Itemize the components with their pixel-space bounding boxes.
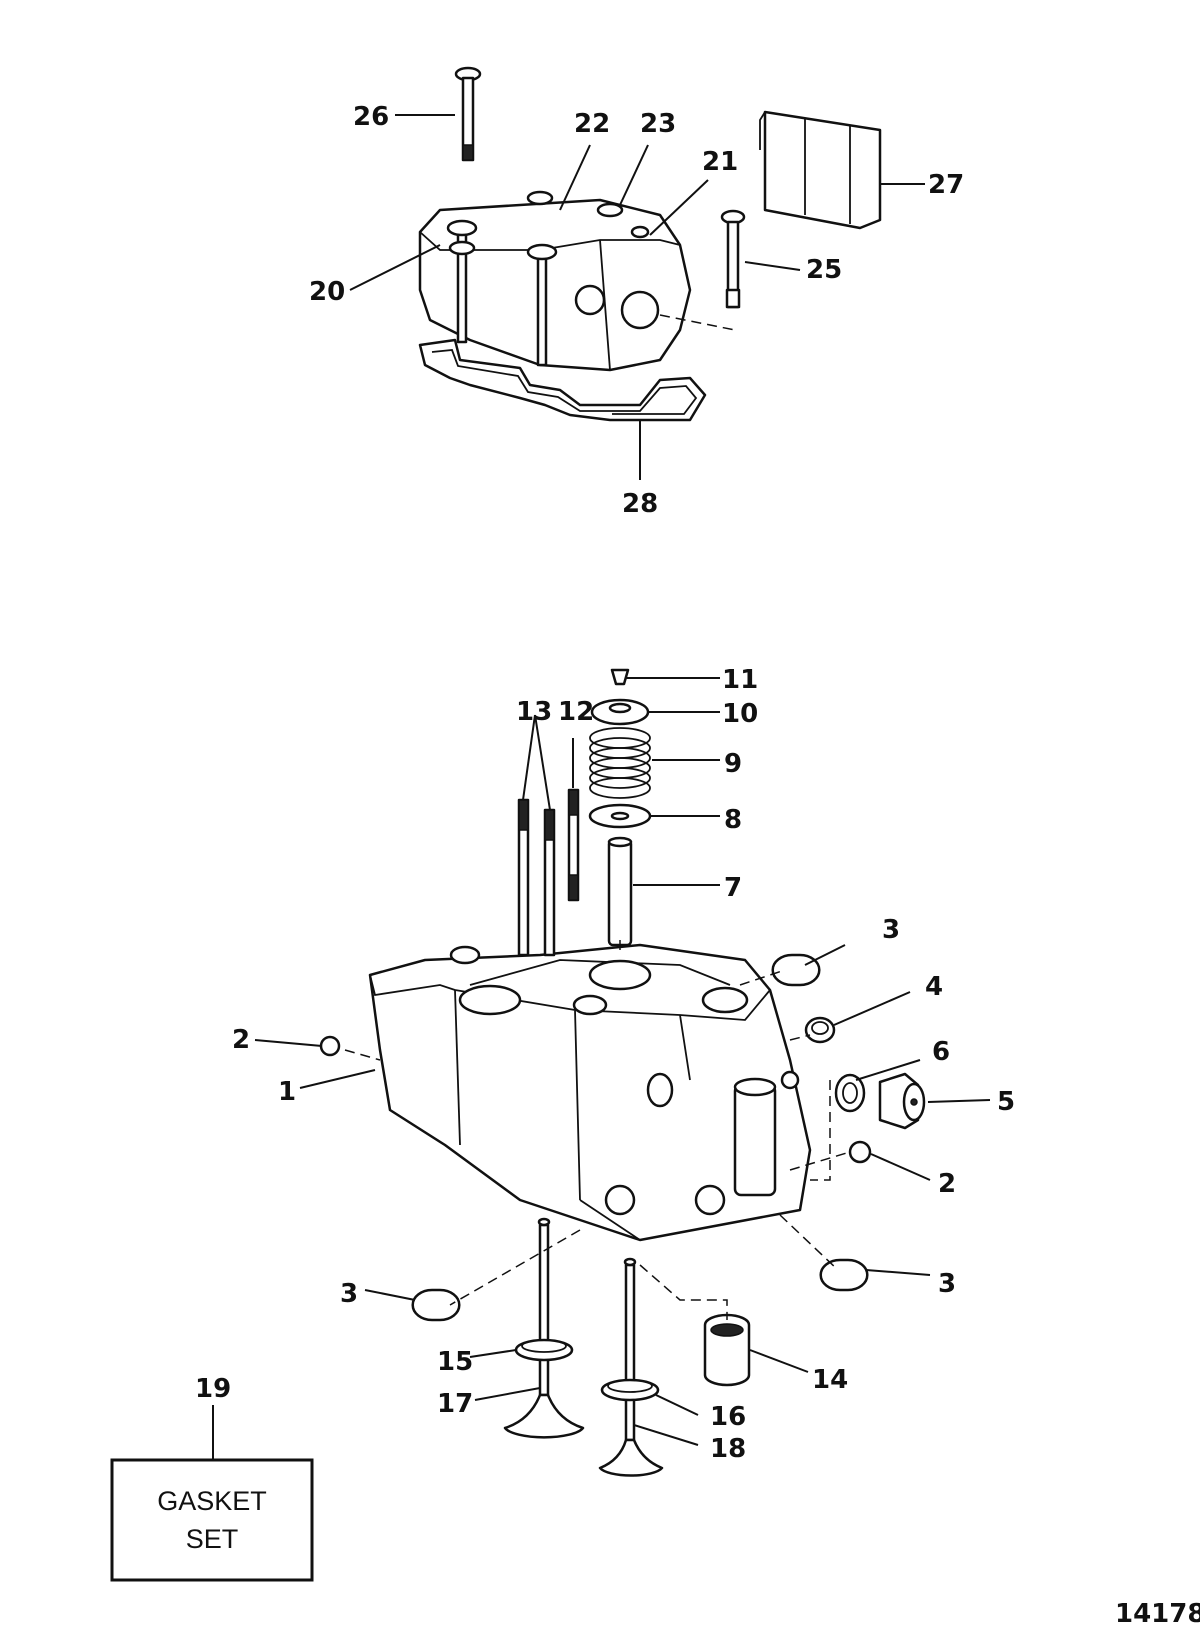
callout-20: 20: [309, 277, 345, 307]
callout-21: 21: [702, 147, 738, 177]
rocker-cover-assembly: [418, 66, 882, 422]
small-plug-right: [848, 1140, 872, 1164]
callout-13: 13: [516, 697, 552, 727]
callout-25: 25: [806, 255, 842, 285]
callout-22: 22: [574, 109, 610, 139]
callout-4: 4: [925, 972, 943, 1002]
figure-number: 14178: [1115, 1599, 1200, 1629]
callout-18: 18: [710, 1434, 746, 1464]
cylinder-head-assembly: [319, 668, 926, 1477]
gasket-set-line1: GASKET: [157, 1486, 267, 1516]
callout-3-right: 3: [938, 1269, 956, 1299]
callout-23: 23: [640, 109, 676, 139]
plug-left: [411, 1288, 461, 1322]
callout-1: 1: [278, 1077, 296, 1107]
exhaust-valve: [598, 1257, 664, 1477]
callout-7: 7: [724, 873, 742, 903]
rocker-cover-body: [418, 198, 692, 372]
callout-6: 6: [932, 1037, 950, 1067]
callout-27: 27: [928, 170, 964, 200]
gasket-set-line2: SET: [186, 1524, 239, 1554]
valve-guide: [607, 838, 633, 947]
valve-keeper: [610, 668, 630, 686]
callout-16: 16: [710, 1402, 746, 1432]
cover-gasket: [418, 338, 707, 422]
callout-8: 8: [724, 805, 742, 835]
callout-28: 28: [622, 489, 658, 519]
callout-2-left: 2: [232, 1025, 250, 1055]
callout-3-left: 3: [340, 1279, 358, 1309]
valve-spring: [589, 727, 651, 799]
callout-9: 9: [724, 749, 742, 779]
plug-right: [819, 1258, 869, 1292]
callout-19: 19: [195, 1374, 231, 1404]
callout-11: 11: [722, 665, 758, 695]
callout-3-top: 3: [882, 915, 900, 945]
callout-14: 14: [812, 1365, 848, 1395]
plug-top-right: [771, 953, 821, 987]
callout-17: 17: [437, 1389, 473, 1419]
gasket-set-box: [110, 1458, 314, 1582]
callout-15: 15: [437, 1347, 473, 1377]
insulation-plate: [763, 110, 882, 230]
plug-washer: [834, 1073, 866, 1113]
callout-26: 26: [353, 102, 389, 132]
callout-5: 5: [997, 1087, 1015, 1117]
intake-valve: [503, 1217, 585, 1439]
cylinder-head: [368, 943, 812, 1242]
callout-10: 10: [722, 699, 758, 729]
callout-2-right: 2: [938, 1169, 956, 1199]
callout-12: 12: [558, 697, 594, 727]
small-plug-left: [319, 1035, 341, 1057]
